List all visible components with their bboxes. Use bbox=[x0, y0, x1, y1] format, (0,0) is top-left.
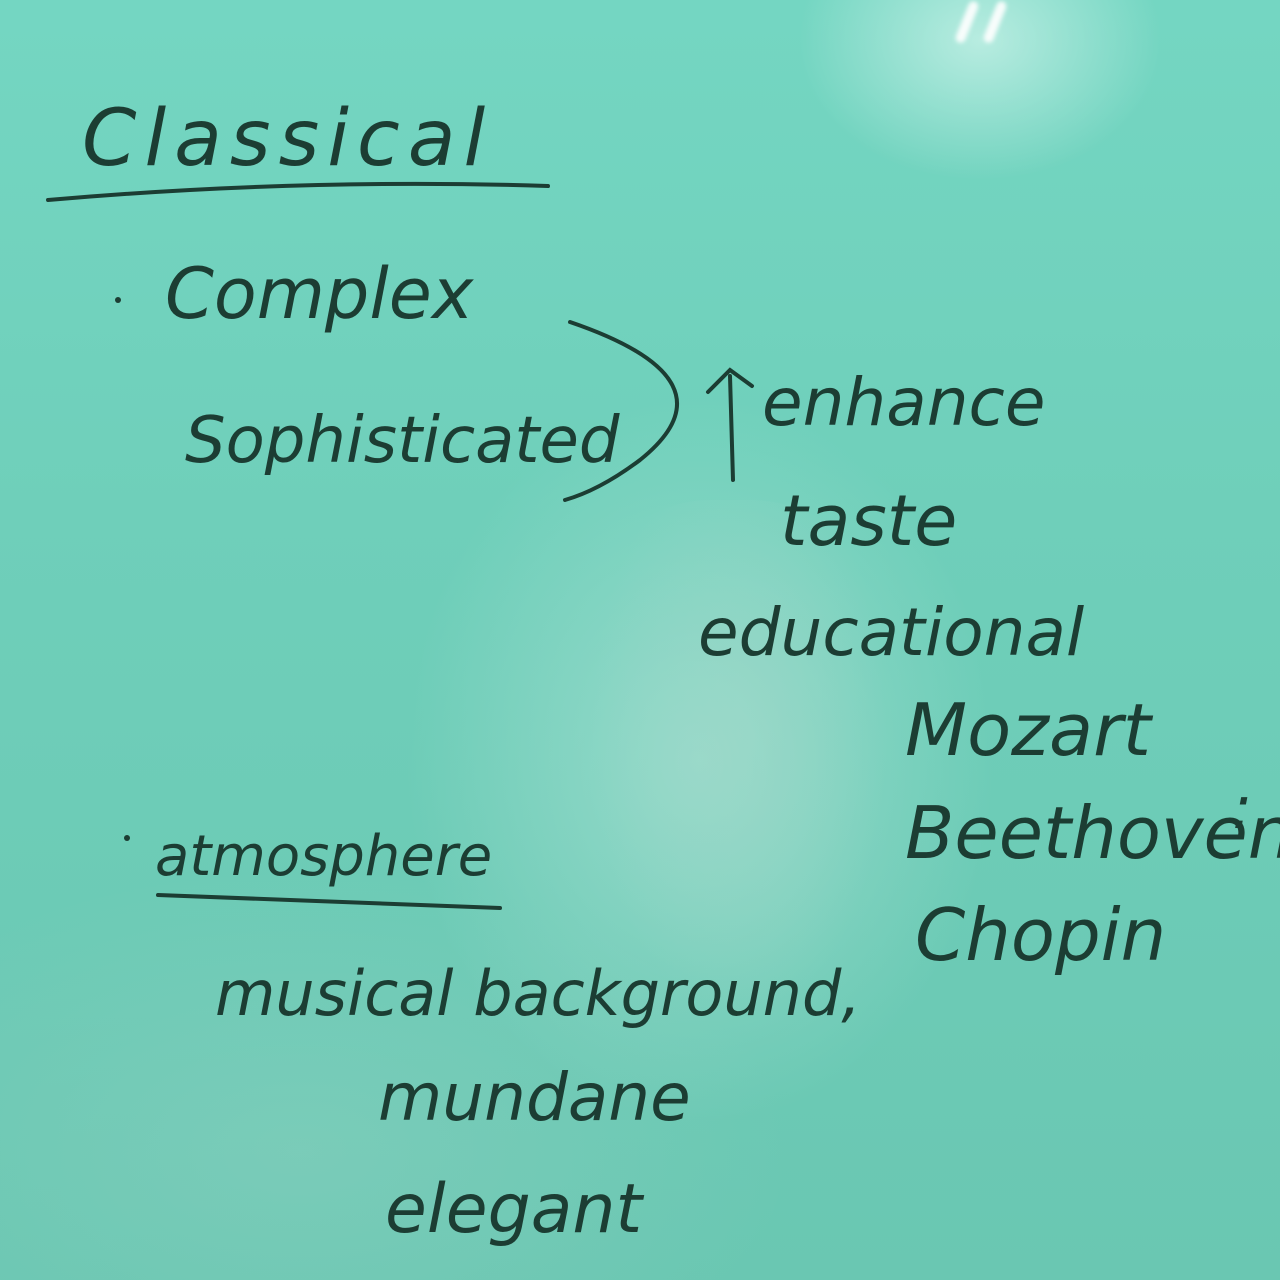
word-complex: Complex bbox=[165, 253, 474, 335]
title-underline bbox=[46, 181, 550, 202]
composer-colon: : bbox=[1232, 773, 1252, 843]
atmosphere-underline bbox=[156, 893, 502, 910]
phrase-musical-background: musical background, bbox=[215, 957, 861, 1030]
arrow-up bbox=[706, 367, 754, 482]
person-reflection bbox=[590, 500, 890, 1020]
title-classical: Classical bbox=[82, 94, 493, 184]
word-mundane: mundane bbox=[378, 1059, 691, 1136]
word-enhance: enhance bbox=[762, 364, 1045, 441]
composer-chopin: Chopin bbox=[915, 893, 1166, 977]
bullet-dot bbox=[124, 835, 130, 841]
word-educational: educational bbox=[698, 594, 1085, 671]
bullet-dot bbox=[115, 297, 121, 303]
composer-mozart: Mozart bbox=[905, 688, 1154, 772]
bracket-curve bbox=[563, 320, 679, 502]
word-elegant: elegant bbox=[385, 1170, 644, 1249]
word-taste: taste bbox=[780, 480, 957, 562]
composer-beethoven: Beethoven bbox=[905, 791, 1280, 875]
word-atmosphere: atmosphere bbox=[155, 824, 492, 889]
word-sophisticated: Sophisticated bbox=[185, 404, 620, 478]
